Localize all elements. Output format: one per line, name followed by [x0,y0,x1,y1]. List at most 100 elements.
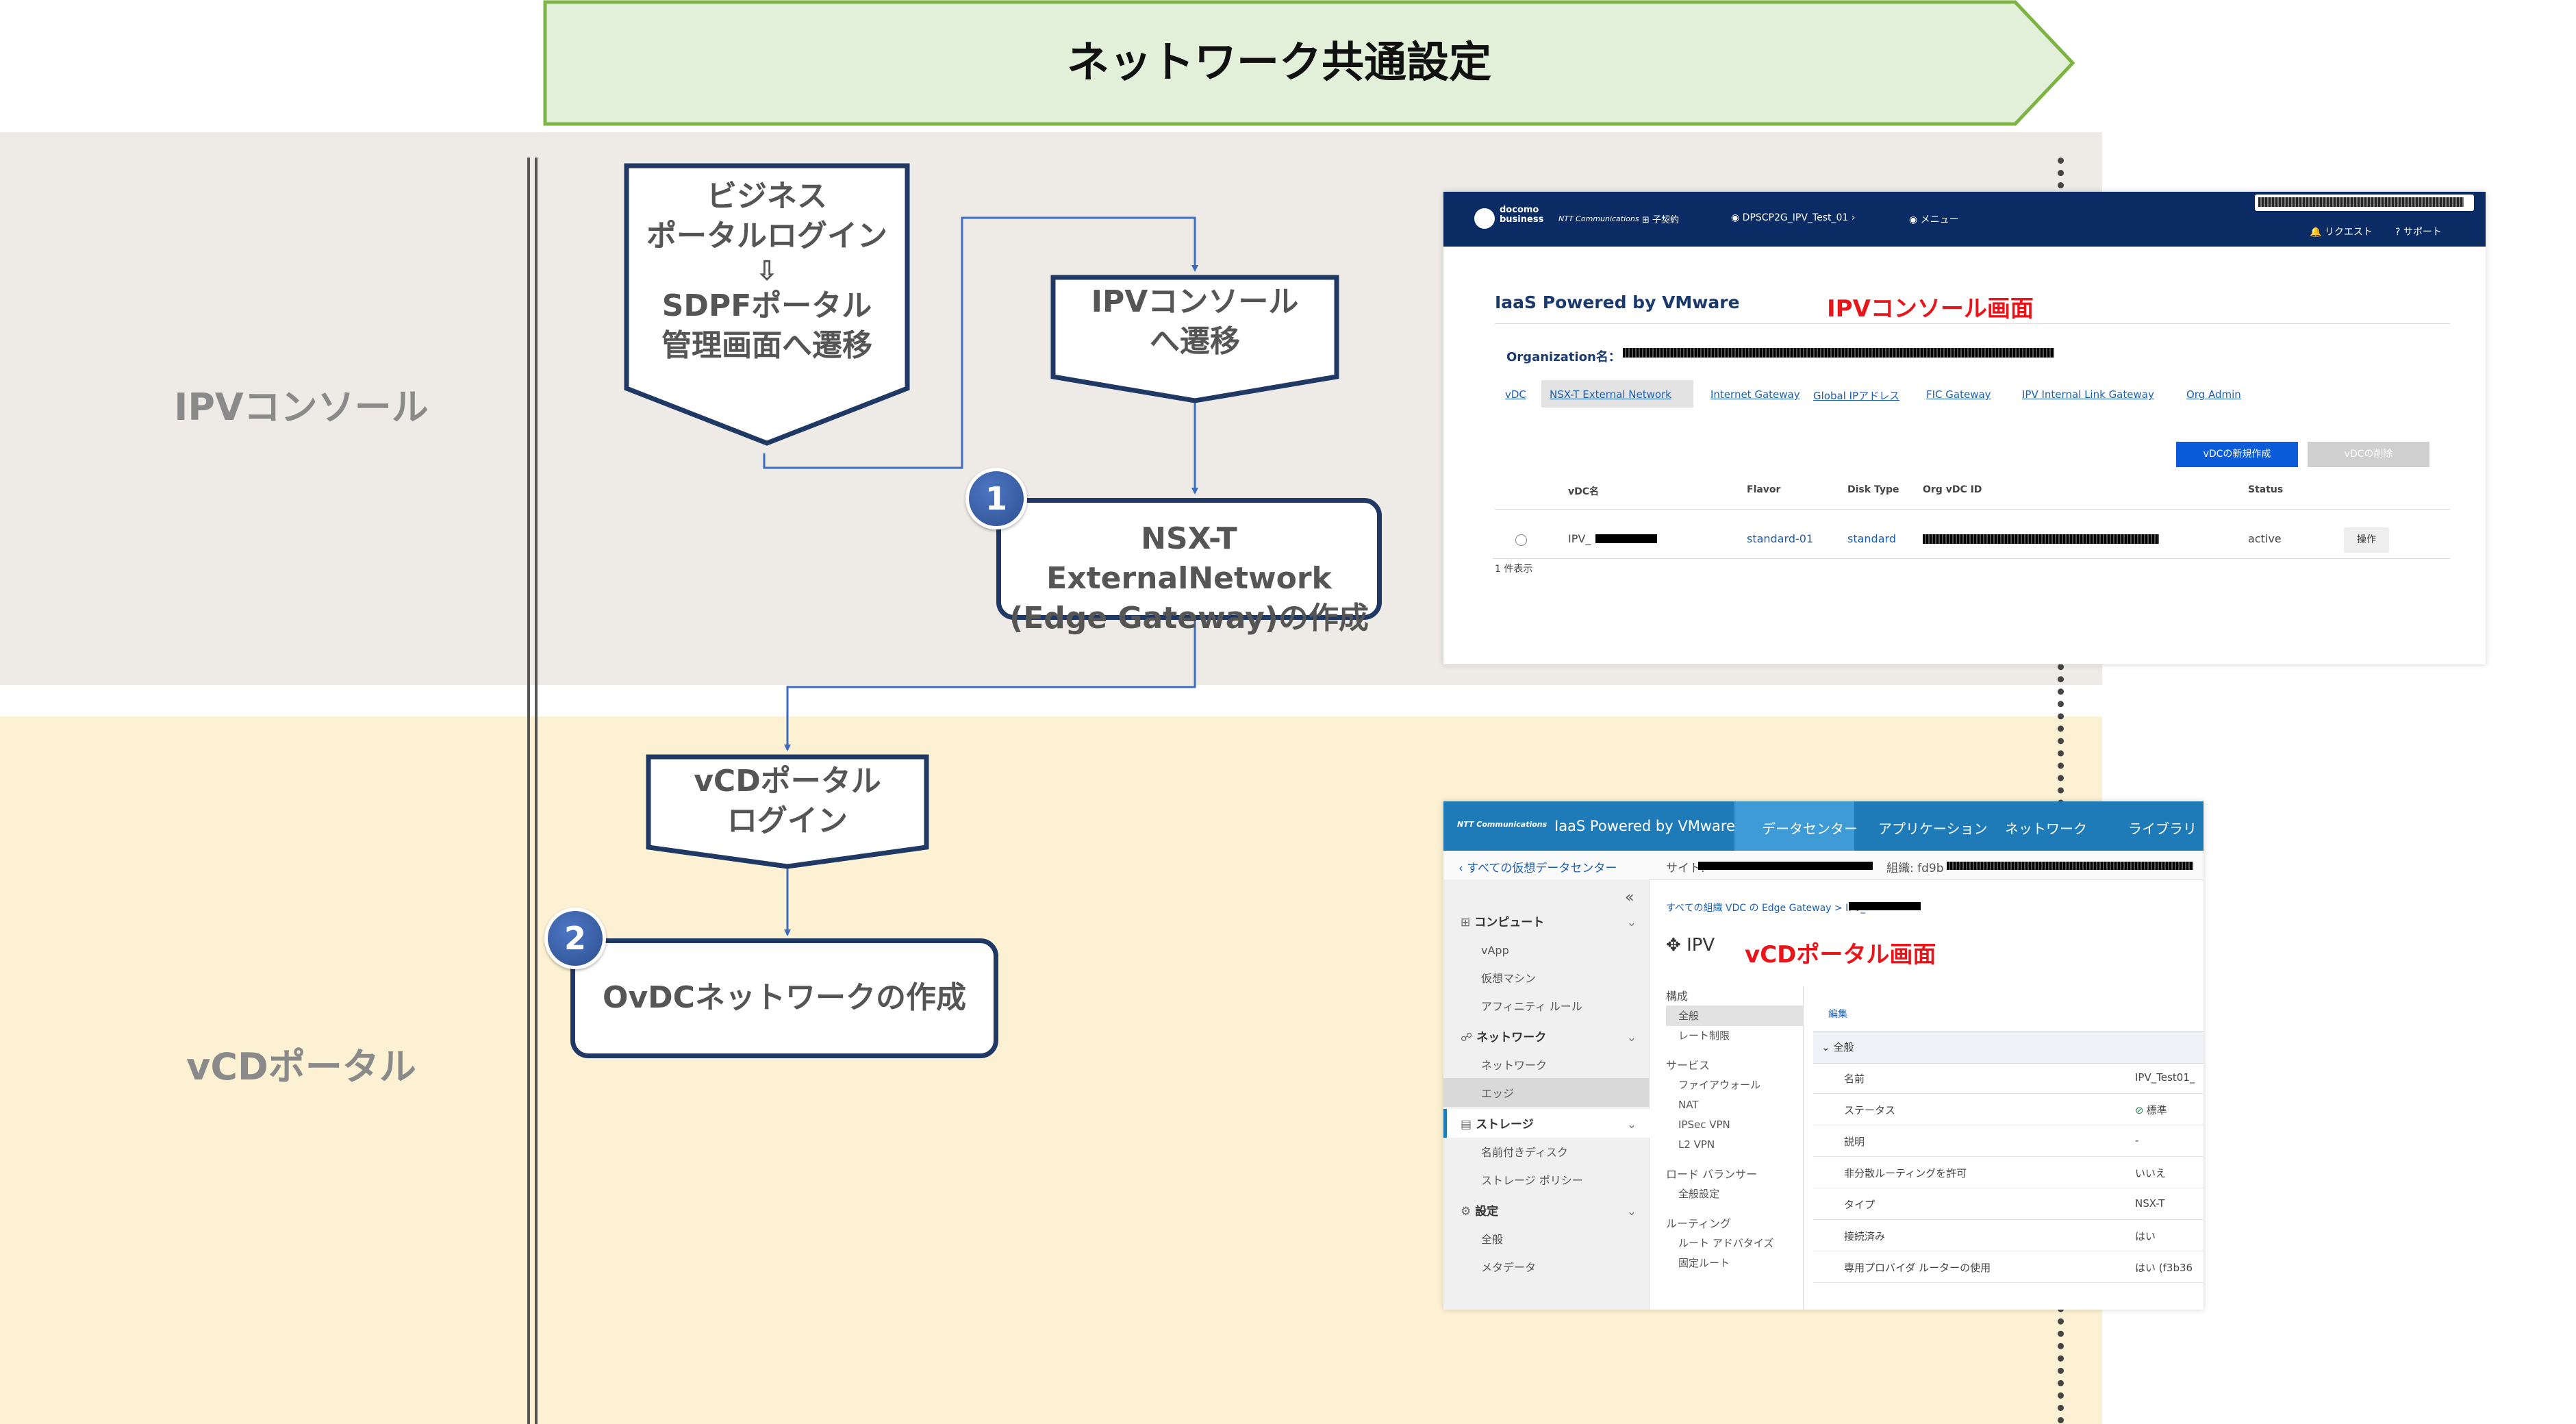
tab-internet-gateway[interactable]: Internet Gateway [1710,388,1800,401]
menu-button[interactable]: ◉ メニュー [1909,214,1959,225]
nav-datacenter[interactable]: データセンター [1762,821,1858,837]
site-label: サイト: [1666,862,1705,875]
row-flavor: standard-01 [1747,532,1814,545]
request-link[interactable]: 🔔 リクエスト [2310,227,2373,238]
general-section-label: ⌄ 全般 [1821,1041,1854,1053]
sidebar-item[interactable]: 名前付きディスク [1481,1146,1568,1159]
redacted-org [1947,862,2193,870]
lane-divider-right [535,158,538,1424]
col-flavor: Flavor [1747,484,1781,495]
sidebar-item[interactable]: 仮想マシン [1481,972,1537,985]
delete-vdc-button[interactable]: vDCの削除 [2308,442,2429,467]
sidebar-active-bg [1443,1078,1649,1107]
property-value-text: IPV_Test01_ [2135,1071,2195,1084]
back-to-all-vdc-link[interactable]: ‹ すべての仮想データセンター [1459,862,1617,875]
vcd-sidebar: « ⊞コンピュート⌄ vApp 仮想マシンアフィニティ ルール ☍ネットワーク⌄ ネット… [1443,879,1652,1310]
sidebar-item[interactable]: エッジ [1481,1087,1515,1100]
property-key: タイプ [1844,1199,1876,1211]
create-vdc-button[interactable]: vDCの新規作成 [2176,442,2298,467]
status-ok-icon: ⊘ [2135,1104,2144,1116]
ipv-caption: IPVコンソール画面 [1827,295,2034,323]
collapse-sidebar-icon[interactable]: « [1625,889,1634,906]
sidebar-item[interactable]: アフィニティ ルール [1481,1000,1582,1013]
tab-org-admin[interactable]: Org Admin [2186,388,2241,401]
sidebar-item[interactable]: メタデータ [1481,1261,1537,1274]
contract-selector[interactable]: ◉ DPSCP2G_IPV_Test_01 › [1731,212,1856,223]
vcd-portal-screenshot: NTT Communications IaaS Powered by VMwar… [1443,801,2204,1310]
sidebar-section-label: ストレージ [1476,1118,1534,1132]
tab-vdc[interactable]: vDC [1505,388,1526,401]
tab-global-ip[interactable]: Global IPアドレス [1813,390,1900,402]
midnav-item[interactable]: レート制限 [1678,1029,1730,1042]
midnav-item[interactable]: IPSec VPN [1678,1119,1730,1131]
col-status: Status [2248,484,2284,495]
row-radio-button[interactable] [1515,534,1527,546]
tab-active-bg [1541,380,1693,408]
property-value: はい (f3b36 [2135,1260,2193,1275]
ipv-transition-shape [1050,275,1339,403]
support-link[interactable]: ? サポート [2395,227,2442,238]
nav-network[interactable]: ネットワーク [2005,821,2087,837]
sidebar-item[interactable]: ネットワーク [1481,1059,1548,1072]
step2-text: OvDCネットワークの作成 [603,980,966,1015]
midnav-item[interactable]: 全般設定 [1678,1188,1720,1200]
step1-number-badge: 1 [965,468,1027,529]
property-value-text: - [2135,1134,2139,1147]
midnav-item[interactable]: L2 VPN [1678,1138,1715,1151]
tab-ipv-internal-link-gateway[interactable]: IPV Internal Link Gateway [2022,388,2154,401]
docomo-logo-icon [1474,208,1495,229]
property-value-text: いいえ [2135,1167,2167,1179]
redacted-breadcrumb-name [1849,902,1921,910]
chevron-left-icon: ‹ [1459,862,1467,875]
ipv-app-title: IaaS Powered by VMware [1495,292,1740,312]
edit-link[interactable]: 編集 [1828,1009,1847,1020]
vcd-login-text: vCDポータル ログイン [694,764,881,838]
tab-fic-gateway[interactable]: FIC Gateway [1926,388,1991,401]
property-value-text: はい (f3b36 [2135,1262,2193,1274]
organization-label: Organization名： [1506,350,1621,364]
nav-library[interactable]: ライブラリ [2128,821,2197,837]
property-value-text: NSX-T [2135,1197,2165,1210]
chevron-circle-icon: ◉ [1909,214,1921,225]
midnav-heading: 構成 [1666,990,1689,1003]
sidebar-item[interactable]: ストレージ ポリシー [1481,1174,1583,1187]
col-vdc-name: vDC名 [1568,486,1600,497]
lane-label-vcd: vCDポータル [186,1045,416,1088]
ntt-logo: NTT Communications [1558,214,1639,223]
midnav-active-bg [1666,1005,1803,1026]
midnav-heading: ルーティング [1666,1217,1732,1230]
property-value: いいえ [2135,1166,2166,1180]
child-contract-link[interactable]: ⊞ 子契約 [1642,215,1680,225]
property-divider [1813,1093,2204,1094]
step1-create-edge-gateway [996,498,1382,620]
general-section-header[interactable] [1813,1031,2204,1064]
midnav-item[interactable]: ファイアウォール [1678,1079,1761,1091]
row-divider [1493,558,2450,559]
sidebar-item[interactable]: vApp [1481,944,1509,957]
property-key: 専用プロバイダ ルーターの使用 [1844,1262,1991,1274]
grid-icon: ⊞ [1461,916,1471,929]
sidebar-section[interactable]: ⊞コンピュート⌄ [1461,910,1642,936]
sidebar-item[interactable]: 全般 [1481,1233,1504,1246]
vcd-breadcrumb[interactable]: すべての組織 VDC の Edge Gateway > IPV_ [1666,903,1866,914]
lane-label-ipv: IPVコンソール [174,386,429,429]
help-icon: ? [2395,227,2403,238]
tab-nsxt-external-network[interactable]: NSX-T External Network [1550,388,1671,401]
property-value: はい [2135,1229,2156,1243]
nav-applications[interactable]: アプリケーション [1878,821,1988,837]
midnav-item[interactable]: 固定ルート [1678,1257,1730,1269]
row-vdc-name: IPV_ [1568,532,1591,545]
chevron-circle-icon: ◉ [1731,212,1743,223]
redacted-vdc-name [1595,534,1657,543]
midnav-item[interactable]: ルート アドバタイズ [1678,1237,1774,1249]
sidebar-section[interactable]: ⚙設定⌄ [1461,1199,1642,1225]
midnav-item[interactable]: NAT [1678,1099,1699,1111]
move-icon: ✥ [1666,935,1687,955]
sidebar-selected-bg [1443,1109,1652,1138]
bell-icon: 🔔 [2310,227,2325,238]
row-action-button[interactable]: 操作 [2344,527,2389,553]
sidebar-section[interactable]: ☍ネットワーク⌄ [1461,1025,1642,1051]
property-value: NSX-T [2135,1197,2164,1210]
sidebar-section[interactable]: ▤ストレージ⌄ [1461,1112,1642,1138]
midnav-item[interactable]: 全般 [1678,1010,1700,1022]
